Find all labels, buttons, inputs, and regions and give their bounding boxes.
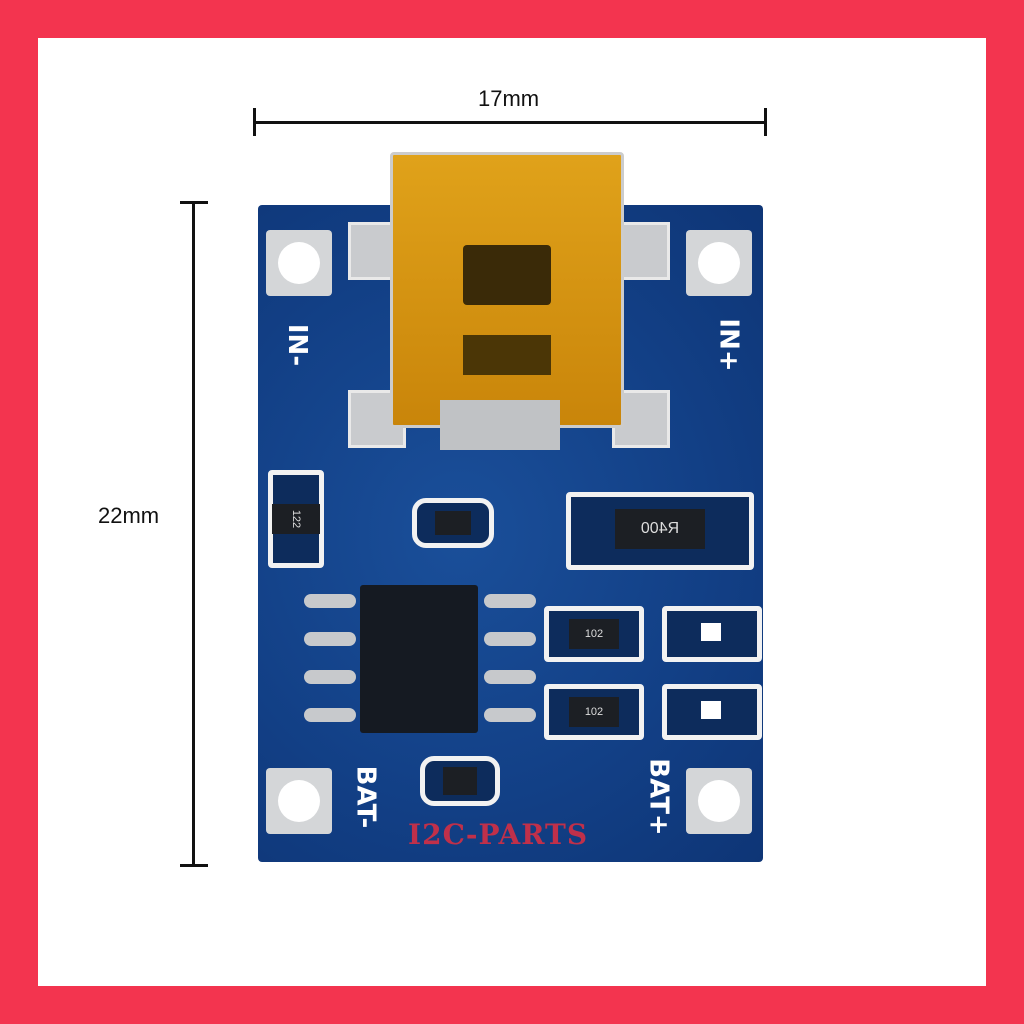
height-dimension-tick-bottom <box>180 864 208 867</box>
label-in-minus: IN- <box>282 323 313 367</box>
led-charging <box>662 606 762 662</box>
usb-shell-cutout <box>463 335 551 375</box>
led-body <box>701 623 721 641</box>
mount-hole-in-minus <box>266 230 332 296</box>
led-standby <box>662 684 762 740</box>
width-label: 17mm <box>478 86 540 111</box>
mini-usb-connector <box>390 152 624 428</box>
capacitor-bottom-body <box>443 767 477 795</box>
watermark: I2C-PARTS <box>408 818 589 851</box>
ic-pin <box>304 594 356 608</box>
usb-pins <box>440 400 560 450</box>
label-bat-plus: BAT+ <box>643 758 674 836</box>
resistor-small-body <box>435 511 471 535</box>
capacitor-body: 122 <box>272 504 320 534</box>
ic-pin <box>304 708 356 722</box>
ic-pin <box>304 632 356 646</box>
width-dimension-tick-left <box>253 108 256 136</box>
resistor-102-footprint: 102 <box>544 606 644 662</box>
height-label: 22mm <box>98 503 160 528</box>
label-in-plus: IN+ <box>713 318 744 372</box>
resistor-102-footprint: 102 <box>544 684 644 740</box>
resistor-small-footprint <box>412 498 494 548</box>
height-dimension-tick-top <box>180 201 208 204</box>
charger-ic <box>360 585 478 733</box>
mount-hole-in-plus <box>686 230 752 296</box>
ic-pin <box>304 670 356 684</box>
height-dimension-line <box>192 202 195 866</box>
resistor-r400: R400 <box>615 509 705 549</box>
current-sense-resistor: R400 <box>566 492 754 570</box>
capacitor-footprint: 122 <box>268 470 324 568</box>
ic-pin <box>484 632 536 646</box>
usb-slot <box>463 245 551 305</box>
ic-pin <box>484 594 536 608</box>
ic-pin <box>484 670 536 684</box>
ic-pin <box>484 708 536 722</box>
mount-hole-bat-minus <box>266 768 332 834</box>
mount-hole-bat-plus <box>686 768 752 834</box>
label-bat-minus: BAT- <box>350 765 381 829</box>
resistor-102-b: 102 <box>569 697 619 727</box>
led-body <box>701 701 721 719</box>
width-dimension-line <box>254 121 766 124</box>
capacitor-bottom <box>420 756 500 806</box>
width-dimension-tick-right <box>764 108 767 136</box>
resistor-102-a: 102 <box>569 619 619 649</box>
